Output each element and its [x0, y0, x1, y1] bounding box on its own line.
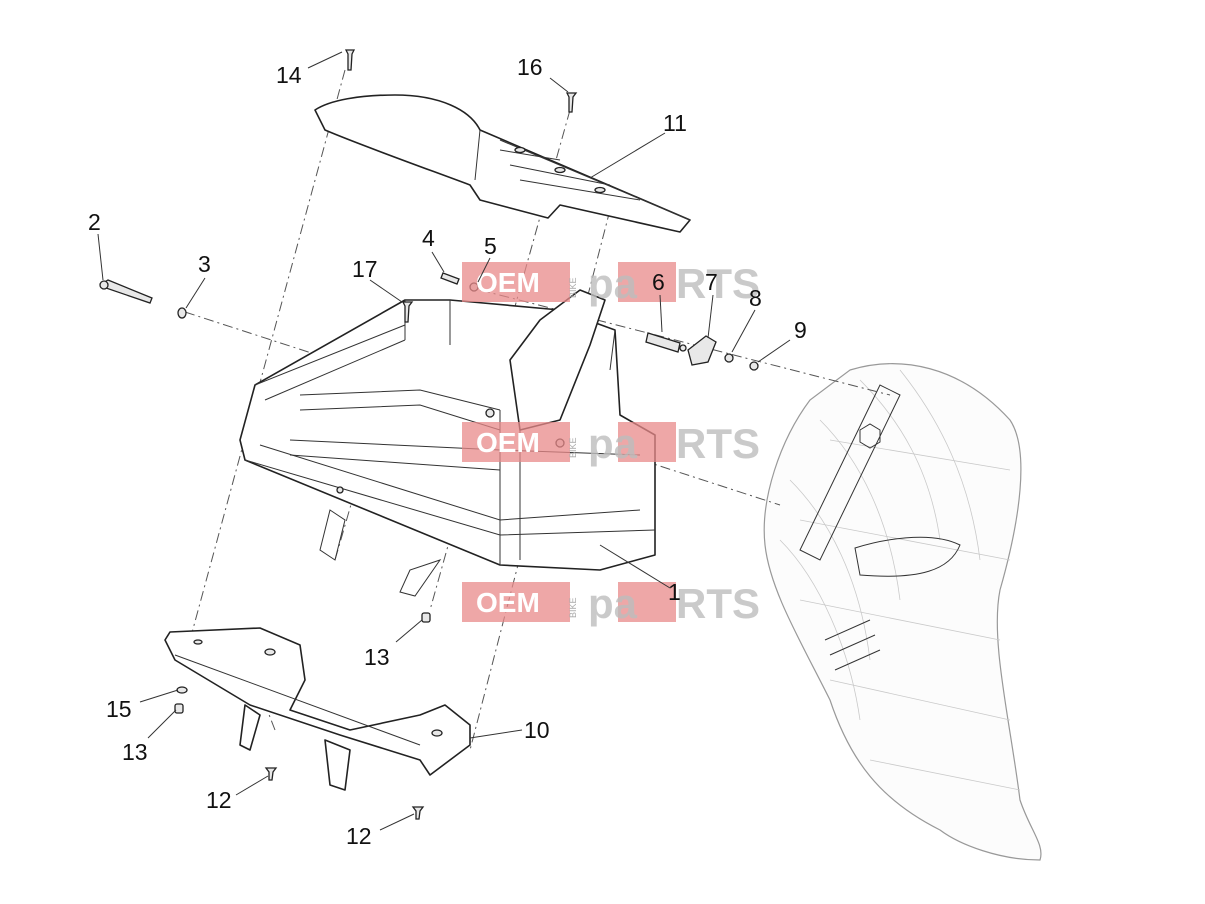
rack-plate [314, 94, 691, 233]
label-17: 17 [352, 256, 378, 282]
label-9: 9 [794, 317, 807, 343]
label-5: 5 [484, 233, 497, 259]
label-1: 1 [668, 579, 681, 605]
svg-text:pa: pa [588, 580, 638, 627]
label-15: 15 [106, 696, 132, 722]
label-3: 3 [198, 251, 211, 277]
svg-text:RTS: RTS [676, 260, 760, 307]
svg-text:BIKE: BIKE [568, 277, 578, 298]
label-4: 4 [422, 225, 435, 251]
lower-bracket [164, 627, 471, 791]
svg-text:OEM: OEM [476, 427, 540, 458]
svg-text:RTS: RTS [676, 420, 760, 467]
svg-text:BIKE: BIKE [568, 437, 578, 458]
svg-text:OEM: OEM [476, 267, 540, 298]
front-shield [763, 363, 1042, 861]
svg-text:OEM: OEM [476, 587, 540, 618]
watermark-top: OEM BIKE pa RTS [462, 260, 760, 307]
svg-text:RTS: RTS [676, 580, 760, 627]
part-labels: 1 2 3 4 5 6 7 8 9 10 11 12 12 13 13 14 1… [88, 54, 807, 849]
watermark-bottom: OEM BIKE pa RTS [462, 580, 760, 627]
svg-text:pa: pa [588, 260, 638, 307]
leader-lines [97, 51, 791, 831]
label-13a: 13 [364, 644, 390, 670]
label-7: 7 [705, 269, 718, 295]
label-12b: 12 [346, 823, 372, 849]
svg-text:BIKE: BIKE [568, 597, 578, 618]
label-10: 10 [524, 717, 550, 743]
label-12a: 12 [206, 787, 232, 813]
label-2: 2 [88, 209, 101, 235]
label-16: 16 [517, 54, 543, 80]
front-rack-frame [239, 289, 656, 597]
label-11: 11 [663, 110, 687, 136]
label-6: 6 [652, 269, 665, 295]
watermark: OEM BIKE pa RTS OEM BIKE pa RTS OEM BIKE… [462, 260, 760, 627]
label-8: 8 [749, 285, 762, 311]
label-14: 14 [276, 62, 302, 88]
svg-text:pa: pa [588, 420, 638, 467]
label-13b: 13 [122, 739, 148, 765]
watermark-middle: OEM BIKE pa RTS [462, 420, 760, 467]
